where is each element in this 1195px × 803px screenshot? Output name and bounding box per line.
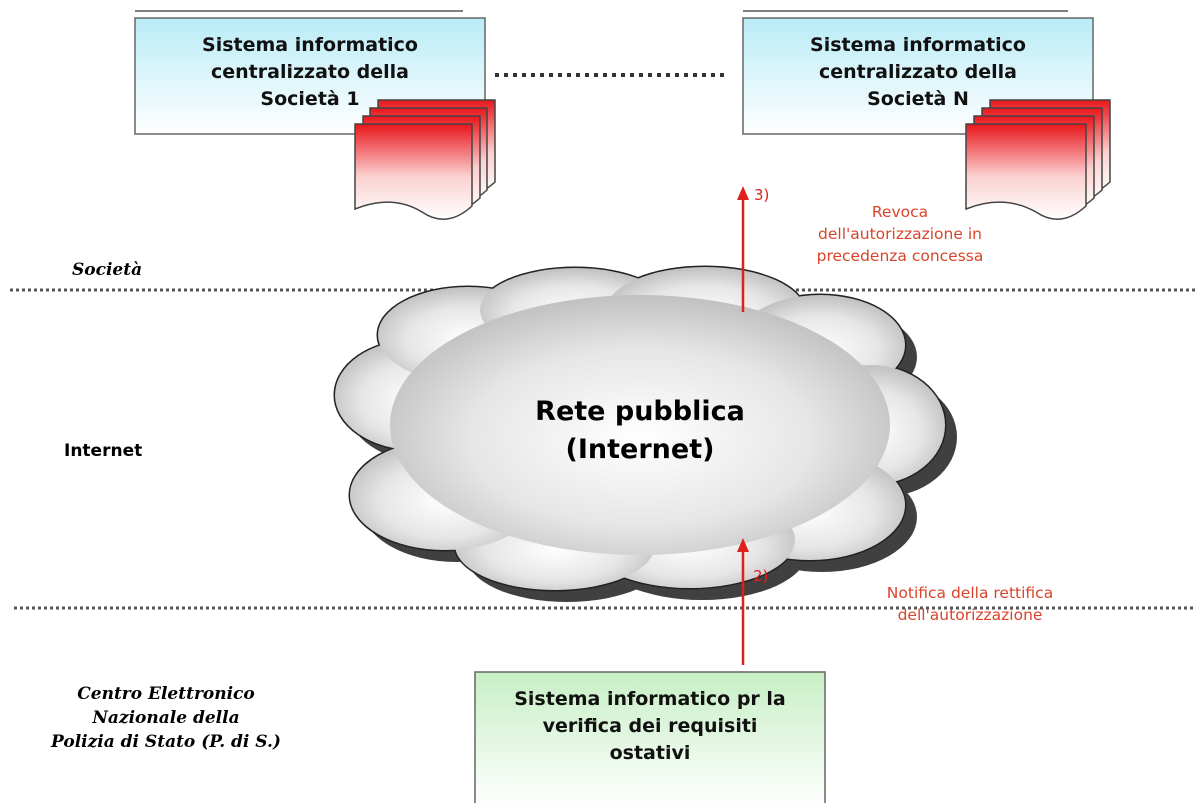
zone-label-internet: Internet [64, 441, 143, 461]
box-polizia-label: Sistema informatico pr la verifica dei r… [514, 688, 786, 764]
document-stack-n-icon [965, 99, 1111, 220]
zone-label-centro: Centro Elettronico Nazionale della Poliz… [51, 684, 281, 752]
cloud-label: Rete pubblica (Internet) [535, 396, 745, 465]
arrow-step-3-icon [737, 186, 749, 312]
zone-label-societa: Società [72, 260, 143, 280]
step-3-label: Revoca dell'autorizzazione in precedenza… [816, 203, 984, 265]
box-societa-1-label: Sistema informatico centralizzato della … [202, 34, 418, 110]
step-2-number: 2) [753, 567, 769, 585]
arrow-step-2-icon [737, 538, 749, 665]
step-2-label: Notifica della rettifica dell'autorizzaz… [886, 584, 1054, 624]
step-3-number: 3) [754, 186, 770, 204]
box-polizia [474, 671, 826, 803]
document-stack-1-icon [354, 99, 496, 220]
box-societa-n-label: Sistema informatico centralizzato della … [810, 34, 1026, 110]
